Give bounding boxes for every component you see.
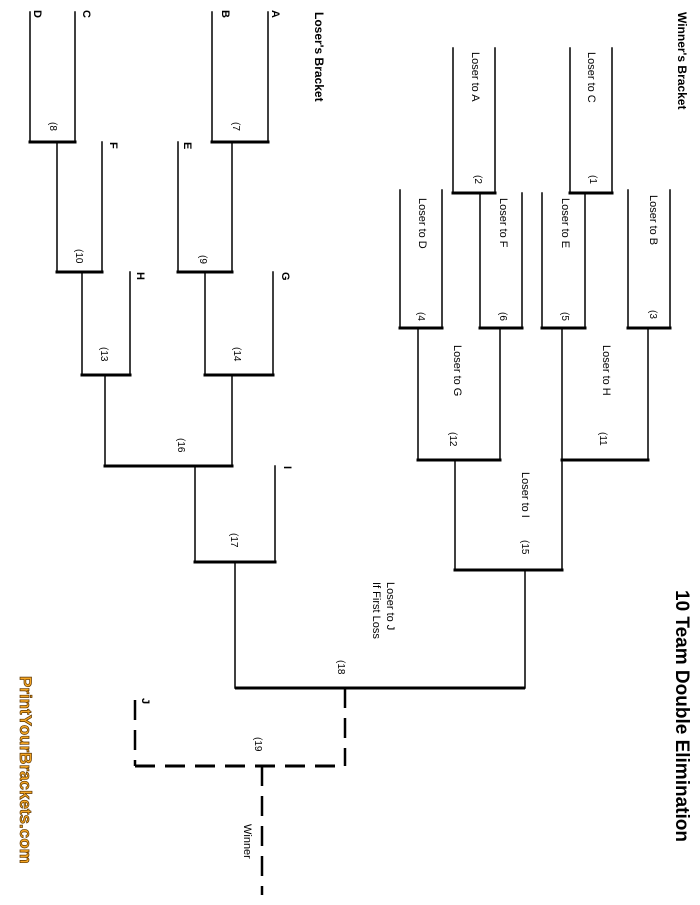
page-title: 10 Team Double Elimination	[671, 590, 692, 842]
game-number-5: (5	[559, 312, 570, 321]
slot-loser-to-f: Loser to F	[497, 198, 509, 248]
final-lines	[133, 686, 525, 895]
game-number-7: (7	[230, 122, 241, 131]
game-number-13: (13	[98, 347, 109, 362]
slot-loser-to-g: Loser to G	[451, 345, 463, 396]
losers-heading: Loser's Bracket	[312, 12, 326, 102]
slot-g: G	[279, 272, 291, 281]
slot-h: H	[134, 272, 146, 280]
game-number-11: (11	[597, 432, 608, 446]
slot-winner: Winner	[241, 824, 253, 859]
slot-loser-to-a: Loser to A	[469, 52, 481, 102]
slot-loser-to-d: Loser to D	[416, 198, 428, 249]
slot-loser-to-e: Loser to E	[559, 198, 571, 248]
slot-if-first-loss: If First Loss	[370, 582, 382, 639]
game-number-15: (15	[519, 540, 530, 555]
slot-loser-to-h: Loser to H	[600, 345, 612, 396]
game-number-3: (3	[647, 310, 658, 319]
slot-loser-to-i: Loser to I	[519, 472, 531, 518]
game-number-18: (18	[335, 660, 346, 675]
winners-heading: Winner's Bracket	[675, 12, 689, 109]
game-number-16: (16	[175, 438, 186, 453]
game-number-8: (8	[47, 122, 58, 131]
slot-j: J	[139, 698, 151, 704]
winners-bracket-lines	[398, 47, 672, 689]
brand-logo: PrintYourBrackets.com	[16, 676, 35, 864]
losers-bracket-lines	[28, 11, 277, 689]
slot-f: F	[107, 142, 119, 149]
slot-b: B	[219, 10, 231, 18]
game-number-14: (14	[231, 347, 242, 362]
slot-i: I	[281, 466, 293, 469]
slot-e: E	[181, 142, 193, 149]
slot-loser-to-j: Loser to J	[384, 582, 396, 630]
game-number-9: (9	[197, 255, 208, 264]
slot-a: A	[269, 10, 281, 18]
slot-loser-to-b: Loser to B	[647, 195, 659, 245]
game-number-2: (2	[472, 175, 483, 184]
game-number-12: (12	[447, 432, 458, 447]
game-number-19: (19	[252, 737, 263, 752]
game-number-6: (6	[497, 312, 508, 321]
slot-c: C	[80, 10, 92, 18]
game-number-4: (4	[415, 312, 426, 321]
game-number-1: (1	[587, 175, 598, 184]
game-number-10: (10	[73, 249, 84, 264]
game-number-17: (17	[228, 533, 239, 548]
slot-d: D	[31, 10, 43, 18]
slot-loser-to-c: Loser to C	[585, 52, 597, 103]
